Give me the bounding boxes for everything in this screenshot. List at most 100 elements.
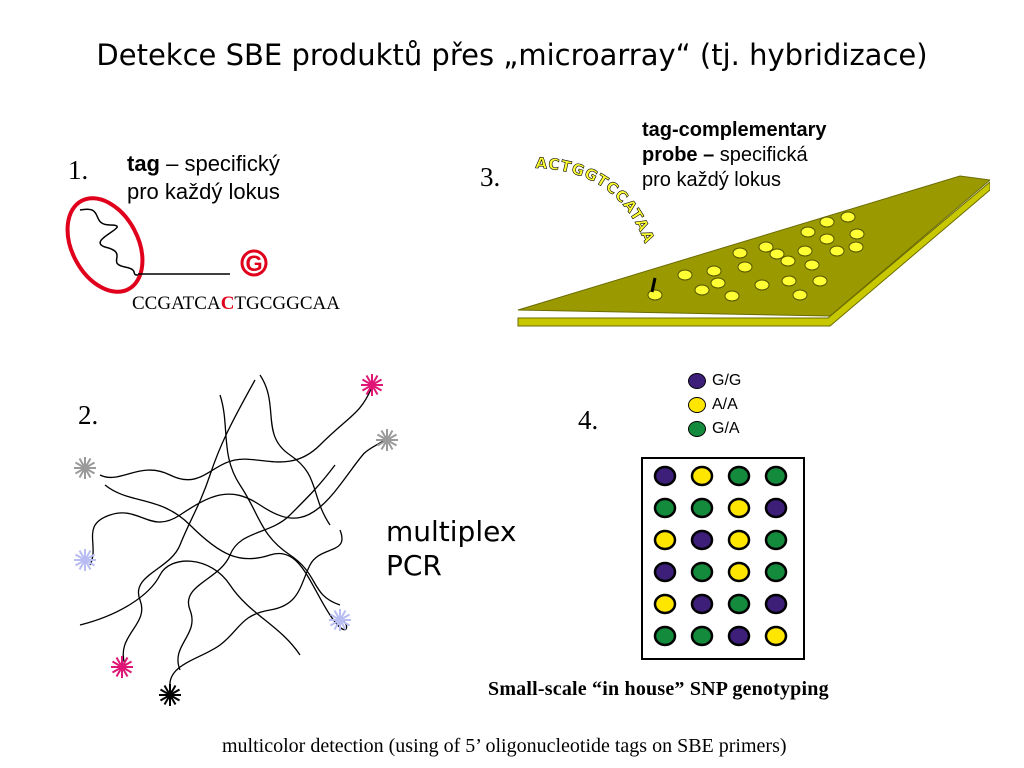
array-spot	[848, 241, 864, 253]
legend-ga: G/A	[688, 420, 740, 438]
array-spots	[647, 211, 865, 302]
array-spot	[706, 265, 722, 277]
array-spot	[758, 241, 774, 253]
multiplex-pcr-diagram	[74, 374, 398, 706]
fluorescent-labels	[74, 374, 398, 706]
genotype-spot	[653, 625, 677, 647]
genotype-spot	[690, 625, 714, 647]
legend-aa-swatch	[688, 397, 706, 413]
genotype-grid-svg	[653, 465, 788, 647]
legend-gg-swatch	[688, 373, 706, 389]
sequence-part-1: CCGATCA	[132, 293, 221, 314]
probe-sequence: ACTGGTCCATAA	[535, 154, 658, 246]
array-spot	[812, 275, 828, 287]
array-spot	[819, 216, 835, 228]
array-spot	[754, 279, 770, 291]
fluorophore-star	[361, 374, 383, 396]
array-spot	[724, 290, 740, 302]
array-spot	[797, 245, 813, 257]
microarray-slide: ACTGGTCCATAA	[517, 154, 990, 327]
array-spot	[647, 289, 663, 301]
multiplex-word: multiplex	[386, 515, 517, 548]
tag-highlight-ellipse	[65, 196, 145, 294]
panel-3-number: 3.	[480, 162, 501, 192]
tag-squiggle	[79, 208, 139, 276]
fluorophore-star	[74, 549, 96, 571]
genotype-spot	[690, 593, 714, 615]
array-spot	[804, 259, 820, 271]
slide-edge	[517, 181, 990, 327]
primer-sequence: CCGATCACTGCGGCAA	[132, 293, 340, 315]
genotype-spot	[727, 465, 751, 487]
tag-description: – specifický	[160, 151, 280, 176]
probe-sequence-path: ACTGGTCCATAA	[535, 154, 658, 247]
genotype-spot	[764, 593, 788, 615]
array-spot	[819, 233, 835, 245]
probe-line1: tag-complementary	[642, 119, 827, 141]
genotype-spot	[727, 561, 751, 583]
genotyping-caption: Small-scale “in house” SNP genotyping	[488, 678, 829, 700]
fluorophore-star	[376, 429, 398, 451]
genotype-spot	[690, 497, 714, 519]
genotype-spot	[653, 561, 677, 583]
genotype-spot	[690, 465, 714, 487]
panel-2-number: 2.	[78, 400, 99, 430]
dna-strands	[79, 374, 386, 696]
genotype-grid	[641, 457, 805, 660]
genotype-spot	[764, 497, 788, 519]
fluorophore-star	[111, 656, 133, 678]
genotype-spot	[764, 529, 788, 551]
array-spot	[781, 275, 797, 287]
probe-line3: pro každý lokus	[642, 169, 781, 191]
probe-bold: probe –	[642, 144, 715, 166]
slide-surface	[517, 175, 990, 317]
tagged-primer-diagram: G	[65, 196, 268, 294]
array-spot	[769, 248, 785, 260]
array-spot	[800, 226, 816, 238]
legend-ga-swatch	[688, 421, 706, 437]
legend-gg-label: G/G	[712, 372, 742, 389]
array-spot	[780, 255, 796, 267]
sequence-snp: C	[220, 293, 235, 314]
panel-1-tag-label: tag – specifický pro každý lokus	[127, 150, 280, 206]
genotype-spot	[690, 561, 714, 583]
array-spot	[840, 211, 856, 223]
panel-1-number: 1.	[68, 155, 89, 185]
genotype-spot	[653, 497, 677, 519]
array-spot	[732, 247, 748, 259]
tag-word: tag	[127, 151, 160, 176]
tag-description-line2: pro každý lokus	[127, 179, 280, 204]
legend-aa-label: A/A	[712, 396, 738, 413]
genotype-spot	[690, 529, 714, 551]
fluorophore-star	[159, 684, 181, 706]
genotype-spot	[727, 529, 751, 551]
array-spot	[829, 245, 845, 257]
fluorescent-base-letter: G	[245, 251, 262, 276]
legend-aa: A/A	[688, 396, 738, 414]
array-spot	[677, 269, 693, 281]
multiplex-pcr-label: multiplex PCR	[386, 515, 516, 583]
array-spot	[694, 284, 710, 296]
array-spot	[792, 289, 808, 301]
probe-label: tag-complementary probe – specifická pro…	[642, 118, 827, 193]
genotype-spot	[764, 561, 788, 583]
genotype-spot	[653, 593, 677, 615]
legend-gg: G/G	[688, 372, 741, 390]
footer-caption: multicolor detection (using of 5’ oligon…	[222, 735, 787, 757]
probe-rest: specifická	[714, 144, 808, 166]
genotype-spot	[727, 593, 751, 615]
genotype-spot	[653, 529, 677, 551]
genotype-spot	[764, 465, 788, 487]
genotype-spot	[727, 625, 751, 647]
panel-4-number: 4.	[578, 405, 599, 435]
probe-stem	[650, 277, 657, 293]
genotype-spot	[764, 625, 788, 647]
sequence-part-2: TGCGGCAA	[234, 293, 340, 314]
pcr-word: PCR	[386, 549, 442, 582]
slide-title: Detekce SBE produktů přes „microarray“ (…	[96, 38, 928, 72]
fluorescent-base-circle	[240, 249, 268, 277]
array-spot	[737, 261, 753, 273]
legend-ga-label: G/A	[712, 420, 740, 437]
genotype-spot	[653, 465, 677, 487]
genotype-spot	[727, 497, 751, 519]
